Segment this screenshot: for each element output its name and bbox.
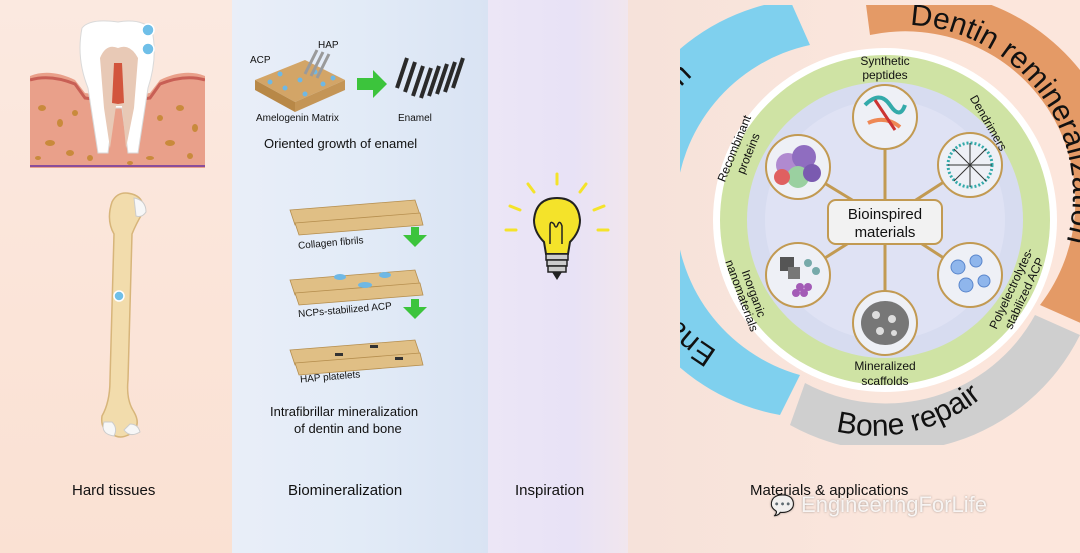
materials-wheel: Enamel remineralization Dentin remineral… bbox=[680, 5, 1080, 445]
caption-intrafibrillar-2: of dentin and bone bbox=[294, 421, 402, 436]
bone-illustration bbox=[100, 192, 147, 438]
label-enamel: Enamel bbox=[398, 113, 432, 124]
label-hard-tissues: Hard tissues bbox=[72, 482, 156, 499]
caption-oriented-growth: Oriented growth of enamel bbox=[264, 136, 418, 151]
acp-particles-icon bbox=[950, 254, 991, 293]
watermark-text: EngineeringForLife bbox=[801, 492, 987, 517]
caption-intrafibrillar-1: Intrafibrillar mineralization bbox=[270, 404, 419, 419]
label-synthetic: Synthetic bbox=[860, 54, 909, 68]
watermark: 💬 EngineeringForLife bbox=[770, 492, 987, 518]
label-hap: HAP bbox=[318, 40, 339, 51]
label-acp: ACP bbox=[250, 55, 271, 66]
collagen-fibrils-illustration bbox=[289, 199, 427, 376]
label-biomineralization: Biomineralization bbox=[288, 482, 403, 499]
ring-dentin bbox=[866, 5, 1080, 323]
ring-enamel bbox=[680, 5, 810, 415]
protein-icon bbox=[774, 145, 821, 188]
peptide-icon bbox=[863, 95, 907, 131]
center-label-2: materials bbox=[855, 224, 916, 241]
enamel-growth-illustration bbox=[255, 49, 465, 112]
label-inspiration: Inspiration bbox=[515, 482, 585, 499]
tooth-illustration bbox=[30, 20, 205, 168]
label-scaffolds: scaffolds bbox=[861, 374, 908, 388]
label-amelogenin-matrix: Amelogenin Matrix bbox=[256, 113, 339, 124]
wechat-icon: 💬 bbox=[770, 495, 795, 517]
label-peptides: peptides bbox=[862, 68, 907, 82]
nanomaterials-icon bbox=[780, 257, 820, 297]
center-label-1: Bioinspired bbox=[848, 206, 922, 223]
label-materials-applications: Materials & applications bbox=[750, 482, 909, 499]
dendrimer-icon bbox=[946, 141, 994, 189]
label-mineralized: Mineralized bbox=[854, 359, 915, 373]
ring-bone bbox=[790, 315, 1080, 445]
scaffold-icon bbox=[861, 301, 909, 345]
lightbulb-icon bbox=[504, 172, 610, 280]
